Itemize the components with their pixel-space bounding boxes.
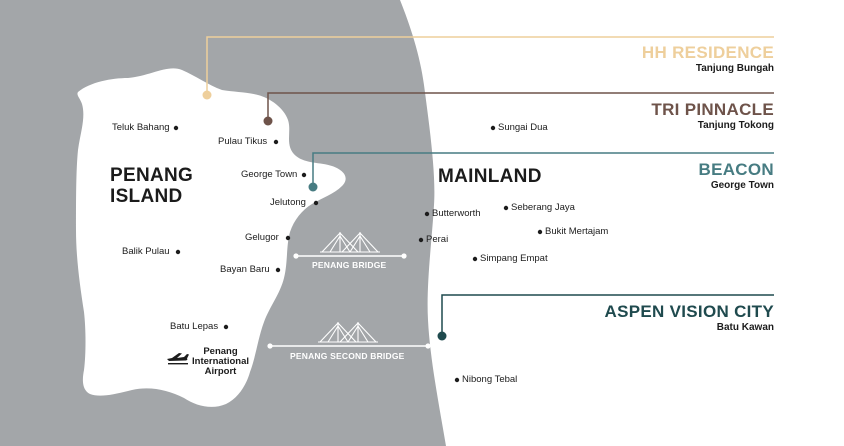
penang-bridge-end-west	[293, 253, 299, 259]
project-name-hh-residence: HH RESIDENCE	[641, 43, 774, 62]
project-name-tri-pinnacle: TRI PINNACLE	[651, 100, 774, 119]
penang-bridge-label: PENANG BRIDGE	[312, 260, 387, 270]
place-label-batu-lepas: Batu Lepas	[170, 321, 219, 332]
hh-residence-marker	[202, 90, 212, 100]
bridge-icon	[320, 232, 380, 253]
project-name-aspen-vision-city: ASPEN VISION CITY	[604, 302, 774, 321]
tri-pinnacle-marker	[263, 116, 273, 126]
place-label-butterworth: Butterworth	[432, 208, 481, 219]
second-bridge-end-west	[267, 343, 273, 349]
project-location-tri-pinnacle: Tanjung Tokong	[697, 120, 774, 131]
place-label-simpang-empat: Simpang Empat	[480, 253, 548, 264]
hh-residence-connector	[206, 36, 774, 95]
second-bridge-end-east	[425, 343, 431, 349]
place-label-pulau-tikus: Pulau Tikus	[218, 136, 268, 147]
project-aspen-vision-city: ASPEN VISION CITY Batu Kawan	[605, 302, 774, 334]
place-label-sungai-dua: Sungai Dua	[498, 122, 548, 133]
penang-bridge-end-east	[401, 253, 407, 259]
project-hh-residence: HH RESIDENCE Tanjung Bungah	[642, 43, 774, 75]
place-label-airport-text: Penang International Airport	[192, 346, 250, 377]
beacon-marker	[308, 182, 318, 192]
project-name-beacon: BEACON	[698, 160, 774, 179]
place-label-george-town: George Town	[241, 169, 298, 180]
place-label-teluk-bahang: Teluk Bahang	[112, 122, 170, 133]
place-label-bayan-baru: Bayan Baru	[220, 264, 270, 275]
airplane-icon	[167, 353, 189, 365]
place-label-gelugor: Gelugor	[245, 232, 279, 243]
location-dot-icon	[173, 125, 543, 383]
project-tri-pinnacle: TRI PINNACLE Tanjung Tokong	[651, 100, 774, 132]
place-label-perai: Perai	[426, 234, 449, 245]
bridge-icon	[318, 322, 378, 343]
project-beacon: BEACON George Town	[699, 160, 774, 192]
place-label-bukit-mertajam: Bukit Mertajam	[545, 226, 609, 237]
project-location-aspen-vision-city: Batu Kawan	[716, 322, 774, 333]
aspen-vision-city-marker	[437, 331, 447, 341]
project-location-beacon: George Town	[710, 180, 774, 191]
place-label-jelutong: Jelutong	[270, 197, 306, 208]
region-label-penang-island: PENANG ISLAND	[110, 165, 193, 207]
tri-pinnacle-connector	[267, 92, 774, 121]
region-label-penang-island-text: PENANG ISLAND	[110, 165, 194, 207]
beacon-connector	[312, 152, 774, 187]
penang-island-shape	[76, 68, 346, 407]
aspen-vision-city-connector	[441, 294, 774, 336]
second-bridge-label: PENANG SECOND BRIDGE	[290, 351, 405, 361]
place-label-balik-pulau: Balik Pulau	[122, 246, 170, 257]
place-label-seberang-jaya: Seberang Jaya	[511, 202, 575, 213]
project-location-hh-residence: Tanjung Bungah	[695, 63, 774, 74]
place-label-airport: Penang International Airport	[192, 347, 249, 377]
place-label-nibong-tebal: Nibong Tebal	[462, 374, 518, 385]
region-label-mainland: MAINLAND	[438, 166, 542, 187]
